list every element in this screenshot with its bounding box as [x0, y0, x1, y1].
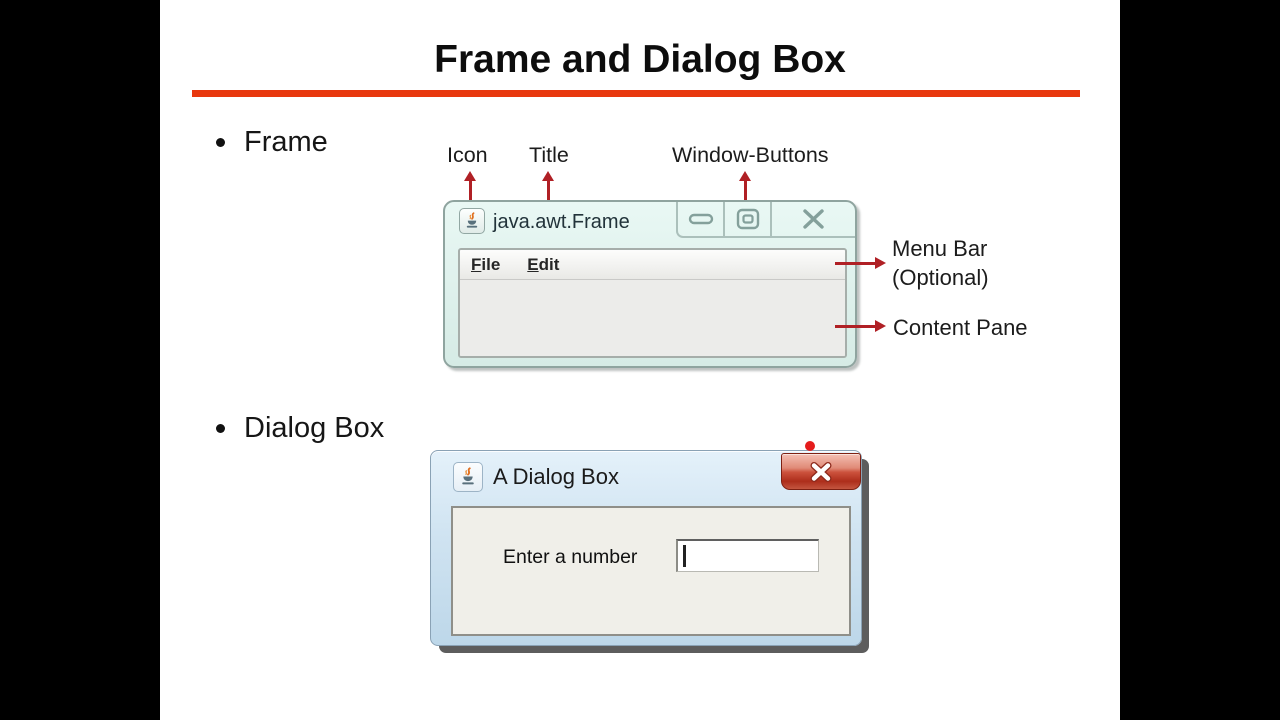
number-text-input[interactable] [676, 539, 819, 572]
java-coffee-cup-icon [453, 462, 483, 492]
awt-frame-inner: File Edit [458, 248, 847, 358]
arrow-right-icon [835, 320, 886, 332]
laser-pointer-dot [805, 441, 815, 451]
bullet-dialog-label: Dialog Box [244, 412, 385, 444]
dialog-content-panel: Enter a number [451, 506, 851, 636]
bullet-dot [216, 424, 225, 433]
text-caret [683, 545, 686, 567]
content-pane [460, 280, 845, 356]
callout-content-pane-label: Content Pane [893, 315, 1028, 340]
close-button[interactable] [772, 202, 855, 236]
arrow-right-icon [835, 257, 886, 269]
awt-frame-window: java.awt.Frame [443, 200, 857, 368]
close-icon [803, 209, 824, 229]
dialog-title: A Dialog Box [493, 464, 619, 489]
bullet-frame-label: Frame [244, 126, 328, 158]
bullet-frame: Frame [216, 126, 328, 159]
callout-title-label: Title [529, 143, 569, 167]
callout-menu-bar-label: Menu Bar (Optional) [892, 236, 989, 290]
maximize-button[interactable] [725, 202, 772, 236]
slide: Frame and Dialog Box Frame Icon Title Wi… [160, 0, 1120, 720]
dialog-close-button[interactable] [781, 453, 861, 490]
maximize-icon [736, 208, 759, 230]
title-underline [192, 90, 1080, 97]
menu-item-edit[interactable]: Edit [527, 254, 560, 274]
arrow-up-icon [739, 171, 751, 200]
awt-frame-title: java.awt.Frame [493, 211, 630, 233]
minimize-icon [688, 213, 713, 225]
page-title: Frame and Dialog Box [434, 38, 846, 81]
arrow-up-icon [542, 171, 554, 200]
window-buttons-group [676, 202, 855, 238]
dialog-window: A Dialog Box Enter a number [430, 450, 862, 646]
java-coffee-cup-icon [459, 208, 485, 234]
bullet-dialog-box: Dialog Box [216, 412, 384, 445]
menu-bar: File Edit [460, 250, 845, 280]
arrow-up-icon [464, 171, 476, 200]
callout-icon-label: Icon [447, 143, 488, 167]
callout-window-buttons-label: Window-Buttons [672, 143, 829, 167]
field-label: Enter a number [503, 546, 638, 568]
bullet-dot [216, 138, 225, 147]
minimize-button[interactable] [678, 202, 725, 236]
menu-item-file[interactable]: File [471, 254, 501, 274]
close-icon [810, 461, 832, 482]
